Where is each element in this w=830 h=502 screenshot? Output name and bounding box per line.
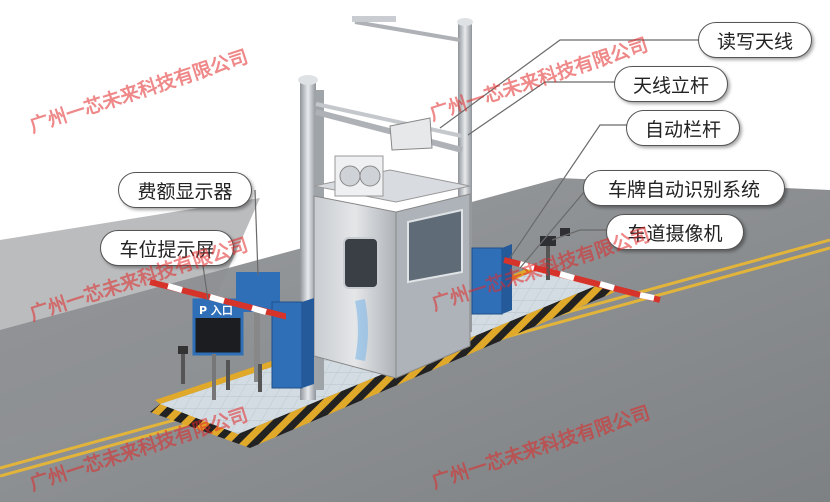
label-antenna-pole-text: 天线立杆 — [632, 74, 709, 97]
label-lane-camera-text: 车道摄像机 — [627, 222, 723, 245]
label-antenna-reader: 读写天线 — [698, 22, 812, 58]
lane-camera-2 — [560, 228, 570, 236]
barrier-arm-right-stripe — [519, 261, 655, 301]
label-antenna-reader-text: 读写天线 — [716, 30, 793, 53]
label-barrier-arm-text: 自动栏杆 — [644, 118, 721, 141]
ticket-machine-side — [302, 298, 314, 388]
ac-fan — [359, 165, 381, 187]
lane-camera — [540, 236, 556, 246]
antenna-pole-cap — [457, 18, 473, 26]
label-antenna-pole: 天线立杆 — [614, 66, 728, 102]
camera-left-post — [181, 354, 185, 384]
booth-side-window — [407, 208, 463, 284]
sensor-post — [226, 360, 230, 390]
camera-left — [178, 346, 188, 354]
label-fee-display: 费额显示器 — [118, 172, 252, 208]
booth-light — [355, 299, 368, 361]
label-lane-camera: 车道摄像机 — [606, 214, 744, 250]
label-space-display-text: 车位提示屏 — [119, 238, 215, 261]
label-fee-display-text: 费额显示器 — [137, 180, 233, 203]
antenna-crossbar — [315, 102, 463, 138]
barrier-gate-cabinet — [471, 247, 503, 315]
label-space-display: 车位提示屏 — [100, 230, 234, 266]
island-top-edge — [155, 265, 540, 404]
lane-camera-post — [546, 246, 550, 280]
barrier-gate-cabinet-side — [502, 244, 512, 314]
label-plate-recognition-text: 车牌自动识别系统 — [607, 178, 760, 201]
ac-fan — [339, 165, 361, 187]
antenna-reader — [389, 117, 433, 151]
antenna-crossbar — [315, 109, 463, 153]
sensor-post — [258, 364, 262, 392]
barrier-arm-left-stripe — [167, 283, 267, 315]
antenna-top-arm — [354, 20, 461, 42]
entry-sign-text: P 入口 — [199, 304, 233, 317]
left-barrier-gate — [286, 310, 300, 350]
label-plate-recognition: 车牌自动识别系统 — [583, 170, 785, 206]
label-barrier-arm: 自动栏杆 — [626, 110, 740, 146]
booth-door-window — [343, 237, 379, 289]
antenna-top-rod — [352, 16, 396, 22]
island-hazard-edge — [150, 284, 615, 448]
antenna-pole-cap — [298, 75, 318, 85]
space-display-post — [212, 354, 216, 400]
fee-display-post — [254, 312, 260, 382]
